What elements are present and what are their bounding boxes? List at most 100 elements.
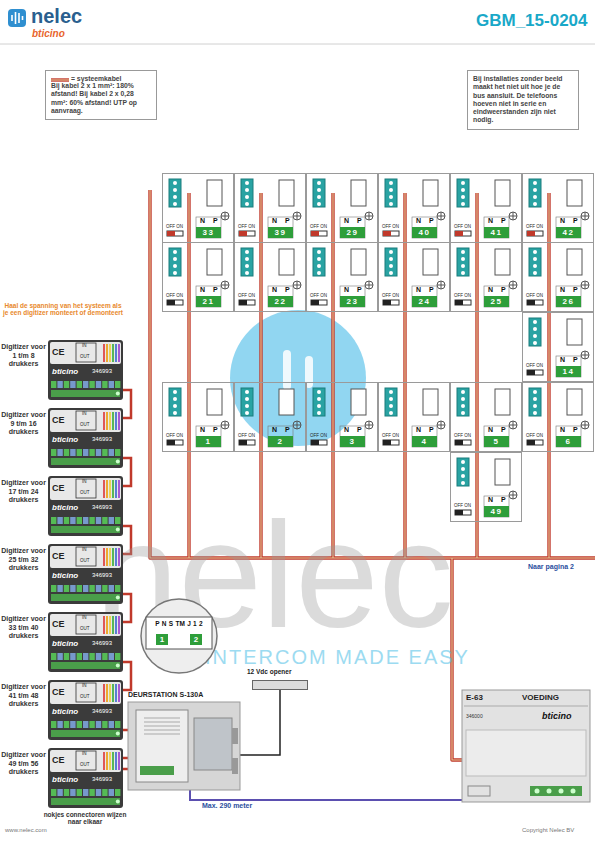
part-number: 346993 [92, 572, 112, 579]
cable-connector [123, 458, 131, 486]
port-label: IN [82, 683, 87, 688]
brand-logo: bticino [52, 435, 78, 444]
terminal-callout: P N S TM J 1 212 [140, 598, 218, 674]
note-box: Bij installaties zonder beeld maakt het … [467, 70, 579, 130]
intercom-phone: OFF ONNP4 [378, 382, 450, 452]
terminal-label: N [416, 217, 421, 225]
terminal-label: N [200, 426, 205, 434]
legend-text: = systeemkabel [51, 75, 151, 82]
digitizer-module: Digitizer voor 33 t/m 40 drukkersCEINOUT… [48, 612, 123, 672]
terminal-label: P [573, 217, 578, 225]
intercom-phone: OFF ONNP29 [306, 173, 378, 243]
button-number: 41 [484, 227, 509, 238]
terminal-label: P [213, 217, 218, 225]
cable-length: Max. 290 meter [200, 802, 254, 810]
intercom-phone: OFF ONNP2 [234, 382, 306, 452]
header-rule [0, 44, 595, 45]
terminal-label: N [560, 356, 565, 364]
part-number: 346993 [92, 504, 112, 511]
switch-label: OFF ON [238, 433, 255, 438]
pin-number: 2 [190, 634, 202, 645]
intercom-phone: OFF ONNP49 [450, 452, 522, 522]
ce-mark: CE [52, 551, 65, 561]
terminal-label: N [488, 496, 493, 504]
terminal-label: N [560, 217, 565, 225]
terminal-label: N [560, 286, 565, 294]
footer-url: www.nelec.com [5, 827, 47, 834]
terminal-label: N [344, 286, 349, 294]
switch-label: OFF ON [166, 433, 183, 438]
logo-bars [12, 12, 23, 24]
terminal-label: N [560, 426, 565, 434]
intercom-phone: OFF ONNP21 [162, 242, 234, 312]
door-opener: 12 Vdc opener [252, 680, 308, 690]
watermark-circle [230, 310, 366, 446]
switch-label: OFF ON [526, 363, 543, 368]
port-label: OUT [80, 422, 90, 427]
port-label: IN [82, 479, 87, 484]
intercom-phone: OFF ONNP23 [306, 242, 378, 312]
terminal-label: P [213, 286, 218, 294]
switch-label: OFF ON [166, 293, 183, 298]
logo-text: nelec [31, 5, 82, 28]
cable-connector [123, 768, 128, 771]
port-label: IN [82, 411, 87, 416]
button-number: 3 [340, 436, 365, 447]
intercom-phone: OFF ONNP33 [162, 173, 234, 243]
switch-label: OFF ON [310, 433, 327, 438]
switch-label: OFF ON [238, 293, 255, 298]
module-heading: Digitizer voor 1 t/m 8 drukkers [1, 343, 46, 369]
port-label: OUT [80, 354, 90, 359]
note-text: Bij kabel 2 x 1 mm²: 180% afstand! Bij k… [51, 82, 151, 115]
intercom-phone: OFF ONNP25 [450, 242, 522, 312]
intercom-phone: OFF ONNP40 [378, 173, 450, 243]
part-number: 346993 [92, 776, 112, 783]
brand-logo: bticino [52, 367, 78, 376]
button-number: 25 [484, 296, 509, 307]
terminal-label: P [357, 286, 362, 294]
terminal-label: N [416, 426, 421, 434]
brand-logo: bticino [32, 28, 65, 40]
intercom-phone: OFF ONNP14 [522, 312, 594, 382]
intercom-phone: OFF ONNP42 [522, 173, 594, 243]
callout-illustration [140, 598, 218, 674]
cable-core [476, 193, 477, 558]
note-box: = systeemkabelBij kabel 2 x 1 mm²: 180% … [45, 70, 157, 120]
button-number: 2 [268, 436, 293, 447]
terminal-label: P [357, 217, 362, 225]
module-heading: Digitizer voor 25 t/m 32 drukkers [1, 547, 46, 573]
button-number: 26 [556, 296, 581, 307]
port-label: OUT [80, 762, 90, 767]
button-number: 22 [268, 296, 293, 307]
power-supply: E-63VOEDINGbticino346000 [462, 690, 590, 802]
terminal-label: P [357, 426, 362, 434]
page-reference: Naar pagina 2 [528, 563, 574, 571]
intercom-phone: OFF ONNP22 [234, 242, 306, 312]
module-heading: Digitizer voor 41 t/m 48 drukkers [1, 683, 46, 709]
part-heading: 12 Vdc opener [247, 668, 291, 675]
intercom-phone: OFF ONNP1 [162, 382, 234, 452]
model-name: VOEDING [522, 693, 559, 702]
terminal-label: P [501, 496, 506, 504]
button-number: 29 [340, 227, 365, 238]
terminal-label: P [501, 286, 506, 294]
connector-note: nokjes connectoren wijzen naar elkaar [40, 811, 130, 826]
terminal-label: N [272, 286, 277, 294]
model-name: E-63 [466, 693, 483, 702]
terminal-label: P [285, 217, 290, 225]
part-number: 346000 [466, 714, 483, 720]
intercom-phone: OFF ONNP39 [234, 173, 306, 243]
system-cable [150, 190, 595, 760]
terminal-label: P [501, 217, 506, 225]
terminal-label: N [272, 426, 277, 434]
intercom-phone: OFF ONNP24 [378, 242, 450, 312]
button-number: 4 [412, 436, 437, 447]
port-label: IN [82, 343, 87, 348]
logo-icon [8, 9, 26, 27]
switch-label: OFF ON [526, 293, 543, 298]
digitizer-module: Digitizer voor 9 t/m 16 drukkersCEINOUTb… [48, 408, 123, 468]
switch-label: OFF ON [454, 503, 471, 508]
door-station: DEURSTATION S-130A [128, 702, 240, 790]
ce-mark: CE [52, 483, 65, 493]
button-number: 24 [412, 296, 437, 307]
